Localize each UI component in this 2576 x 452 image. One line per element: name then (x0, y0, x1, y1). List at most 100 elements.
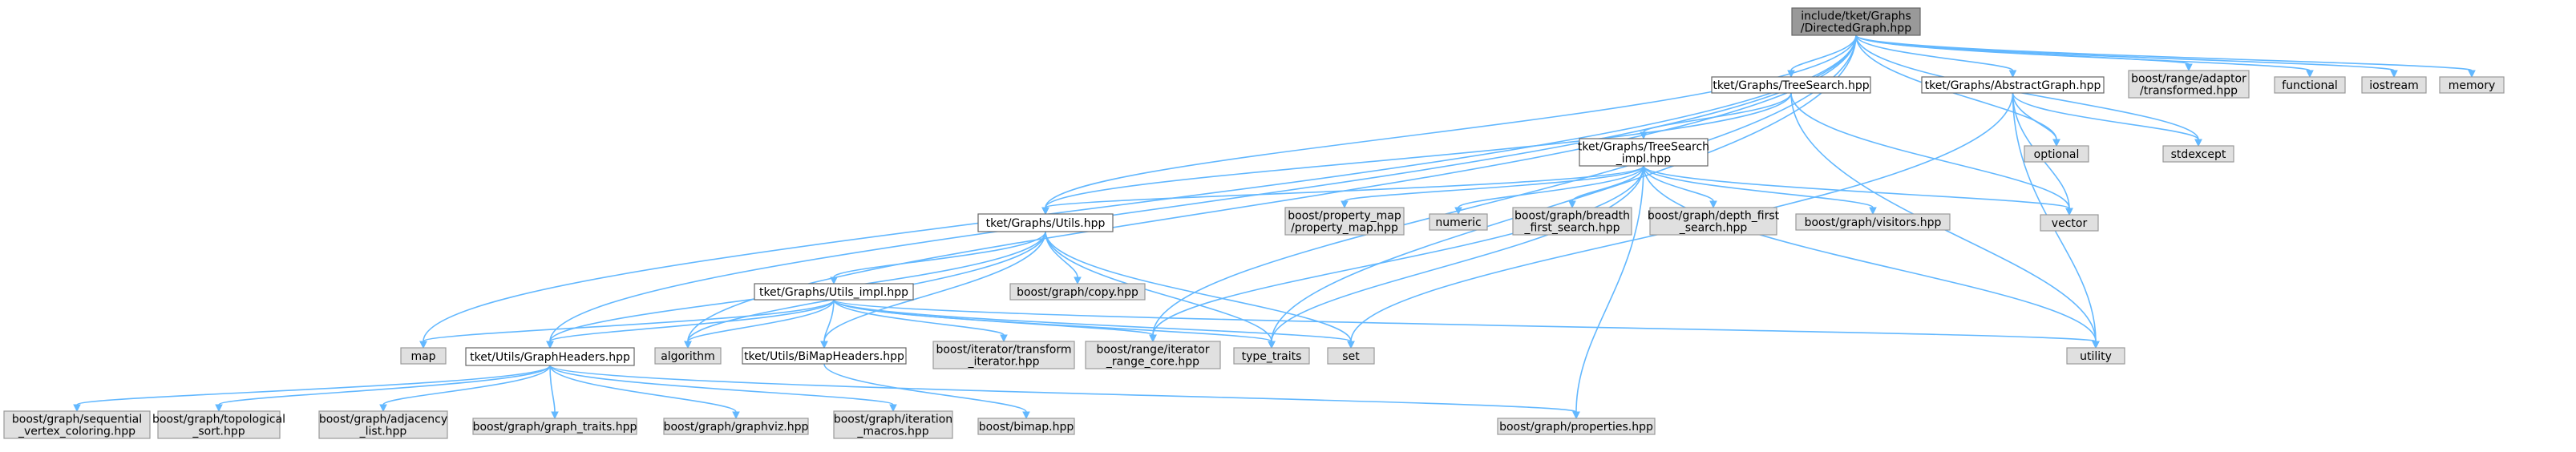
edge-graphs-utils-impl-to-type-traits (833, 299, 1272, 342)
node-box-memory (2439, 76, 2505, 94)
node-label-graphs-utils-line-0: tket/Graphs/Utils.hpp (986, 217, 1106, 230)
node-iteration-macros: boost/graph/iteration_macros.hpp (833, 410, 953, 439)
arrowhead-abstract-graph-to-stdexcept (2194, 139, 2202, 147)
node-box-bimap (977, 418, 1075, 435)
edge-graphs-utils-to-type-traits (1045, 231, 1272, 342)
edge-graph-headers-to-sequential-vertex-coloring (76, 365, 551, 406)
node-graph-headers[interactable]: tket/Utils/GraphHeaders.hpp (465, 347, 635, 366)
edge-tree-search-to-tree-search-impl (1643, 92, 1792, 133)
node-tree-search[interactable]: tket/Graphs/TreeSearch.hpp (1711, 76, 1871, 94)
node-box-root (1791, 7, 1921, 36)
node-box-visitors (1795, 213, 1951, 231)
arrowhead-graphs-utils-impl-to-set (1347, 341, 1355, 349)
arrowhead-tree-search-impl-to-graphs-utils (1041, 207, 1049, 216)
node-label-algorithm-line-0: algorithm (661, 350, 715, 363)
node-label-graph-headers-line-0: tket/Utils/GraphHeaders.hpp (470, 351, 630, 364)
node-label-graph-traits-line-0: boost/graph/graph_traits.hpp (473, 421, 637, 434)
edge-tree-search-impl-to-range-iterator-core (1152, 165, 1644, 336)
edge-tree-search-to-vector (1790, 92, 2070, 209)
node-box-breadth-first-search (1512, 207, 1632, 236)
arrowhead-root-to-iostream (2390, 70, 2398, 79)
arrowhead-root-to-abstract-graph (2008, 70, 2017, 79)
node-adjacency-list: boost/graph/adjacency_list.hpp (318, 410, 448, 439)
node-label-iteration-macros-line-0: boost/graph/iteration (834, 414, 952, 426)
node-label-depth-first-search-line-0: boost/graph/depth_first (1648, 210, 1780, 223)
arrowhead-graph-headers-to-topological-sort (215, 404, 223, 413)
node-label-memory-line-0: memory (2449, 79, 2496, 92)
arrowhead-graphs-utils-to-graph-copy (1074, 276, 1082, 285)
edge-root-to-map (423, 34, 1857, 342)
edge-graphs-utils-to-graphs-utils-impl (833, 231, 1046, 278)
node-label-range-adaptor-transformed-line-1: /transformed.hpp (2140, 85, 2238, 98)
node-label-topological-sort-line-0: boost/graph/topological (152, 414, 285, 426)
arrowhead-tree-search-impl-to-breadth-first-search (1568, 200, 1576, 209)
node-bimap: boost/bimap.hpp (977, 418, 1075, 435)
node-root[interactable]: include/tket/Graphs/DirectedGraph.hpp (1791, 7, 1921, 36)
edge-graph-headers-to-graphviz (549, 365, 737, 413)
edge-root-to-memory (1855, 34, 2473, 71)
arrowhead-abstract-graph-to-optional (2052, 139, 2060, 147)
edge-root-to-graphs-utils (1045, 34, 1857, 208)
node-label-iterator-transform-line-1: _iterator.hpp (968, 356, 1040, 369)
node-vector: vector (2040, 214, 2099, 232)
node-label-functional-line-0: functional (2282, 79, 2338, 92)
edge-abstract-graph-to-stdexcept (2012, 92, 2199, 140)
node-type-traits: type_traits (1233, 347, 1310, 365)
edge-graphs-utils-impl-to-algorithm (687, 299, 835, 342)
edge-tree-search-impl-to-type-traits (1271, 165, 1644, 342)
node-box-graphs-utils (977, 213, 1114, 232)
node-graphs-utils[interactable]: tket/Graphs/Utils.hpp (977, 213, 1114, 232)
node-label-topological-sort-line-1: _sort.hpp (192, 426, 245, 438)
node-graphviz: boost/graph/graphviz.hpp (663, 418, 809, 435)
node-label-tree-search-impl-line-1: _impl.hpp (1616, 153, 1672, 166)
arrowhead-root-to-functional (2306, 70, 2314, 79)
edge-tree-search-impl-to-visitors (1643, 165, 1874, 208)
node-box-map (400, 347, 447, 365)
node-label-utility-line-0: utility (2080, 350, 2112, 363)
node-box-graph-headers (465, 347, 635, 366)
node-label-optional-line-0: optional (2034, 148, 2080, 161)
node-box-sequential-vertex-coloring (3, 410, 151, 439)
node-label-vector-line-0: vector (2052, 217, 2088, 230)
node-box-algorithm (654, 347, 722, 365)
node-label-graphviz-line-0: boost/graph/graphviz.hpp (664, 421, 809, 434)
node-label-set-line-0: set (1342, 350, 1360, 363)
node-tree-search-impl[interactable]: tket/Graphs/TreeSearch_impl.hpp (1578, 138, 1709, 167)
node-box-set (1327, 347, 1375, 365)
node-box-tree-search (1711, 76, 1871, 94)
node-bimap-headers[interactable]: tket/Utils/BiMapHeaders.hpp (742, 347, 907, 365)
node-label-property-map-line-0: boost/property_map (1288, 210, 1401, 223)
arrowhead-bimap-headers-to-bimap (1022, 411, 1030, 420)
node-label-bimap-headers-line-0: tket/Utils/BiMapHeaders.hpp (744, 350, 904, 363)
node-graph-copy: boost/graph/copy.hpp (1009, 283, 1146, 301)
node-graphs-utils-impl[interactable]: tket/Graphs/Utils_impl.hpp (754, 283, 914, 301)
edge-graphs-utils-impl-to-set (833, 299, 1352, 342)
arrowhead-root-to-range-adaptor-transformed (2185, 63, 2193, 72)
node-label-type-traits-line-0: type_traits (1242, 350, 1302, 363)
edge-graphs-utils-impl-to-graph-headers (549, 299, 835, 342)
node-label-root-line-1: /DirectedGraph.hpp (1801, 22, 1911, 35)
edge-graphs-utils-impl-to-bimap-headers (823, 299, 835, 342)
edge-root-to-graph-headers (549, 34, 1857, 342)
node-box-tree-search-impl (1579, 138, 1709, 167)
node-visitors: boost/graph/visitors.hpp (1795, 213, 1951, 231)
node-box-optional (2024, 145, 2089, 163)
node-functional: functional (2274, 76, 2346, 94)
node-box-graph-copy (1009, 283, 1146, 301)
node-range-adaptor-transformed: boost/range/adaptor/transformed.hpp (2128, 70, 2250, 99)
arrowhead-tree-search-impl-to-depth-first-search (1709, 200, 1717, 209)
nodes-layer: include/tket/Graphs/DirectedGraph.hpp tke… (3, 7, 2505, 439)
edge-graphs-utils-to-bimap-headers (823, 231, 1046, 342)
arrowhead-graphs-utils-to-graphs-utils-impl (830, 276, 838, 285)
node-box-graphviz (663, 418, 809, 435)
node-abstract-graph[interactable]: tket/Graphs/AbstractGraph.hpp (1921, 76, 2105, 94)
node-graph-properties: boost/graph/properties.hpp (1497, 418, 1656, 435)
node-label-visitors-line-0: boost/graph/visitors.hpp (1805, 216, 1942, 229)
node-label-graph-copy-line-0: boost/graph/copy.hpp (1017, 286, 1138, 299)
node-label-bimap-line-0: boost/bimap.hpp (979, 421, 1074, 434)
node-box-numeric (1429, 213, 1488, 231)
node-box-adjacency-list (318, 410, 448, 439)
node-label-range-iterator-core-line-0: boost/range/iterator (1096, 344, 1209, 357)
edge-root-to-iostream (1855, 34, 2395, 71)
node-label-range-iterator-core-line-1: _range_core.hpp (1106, 356, 1199, 369)
